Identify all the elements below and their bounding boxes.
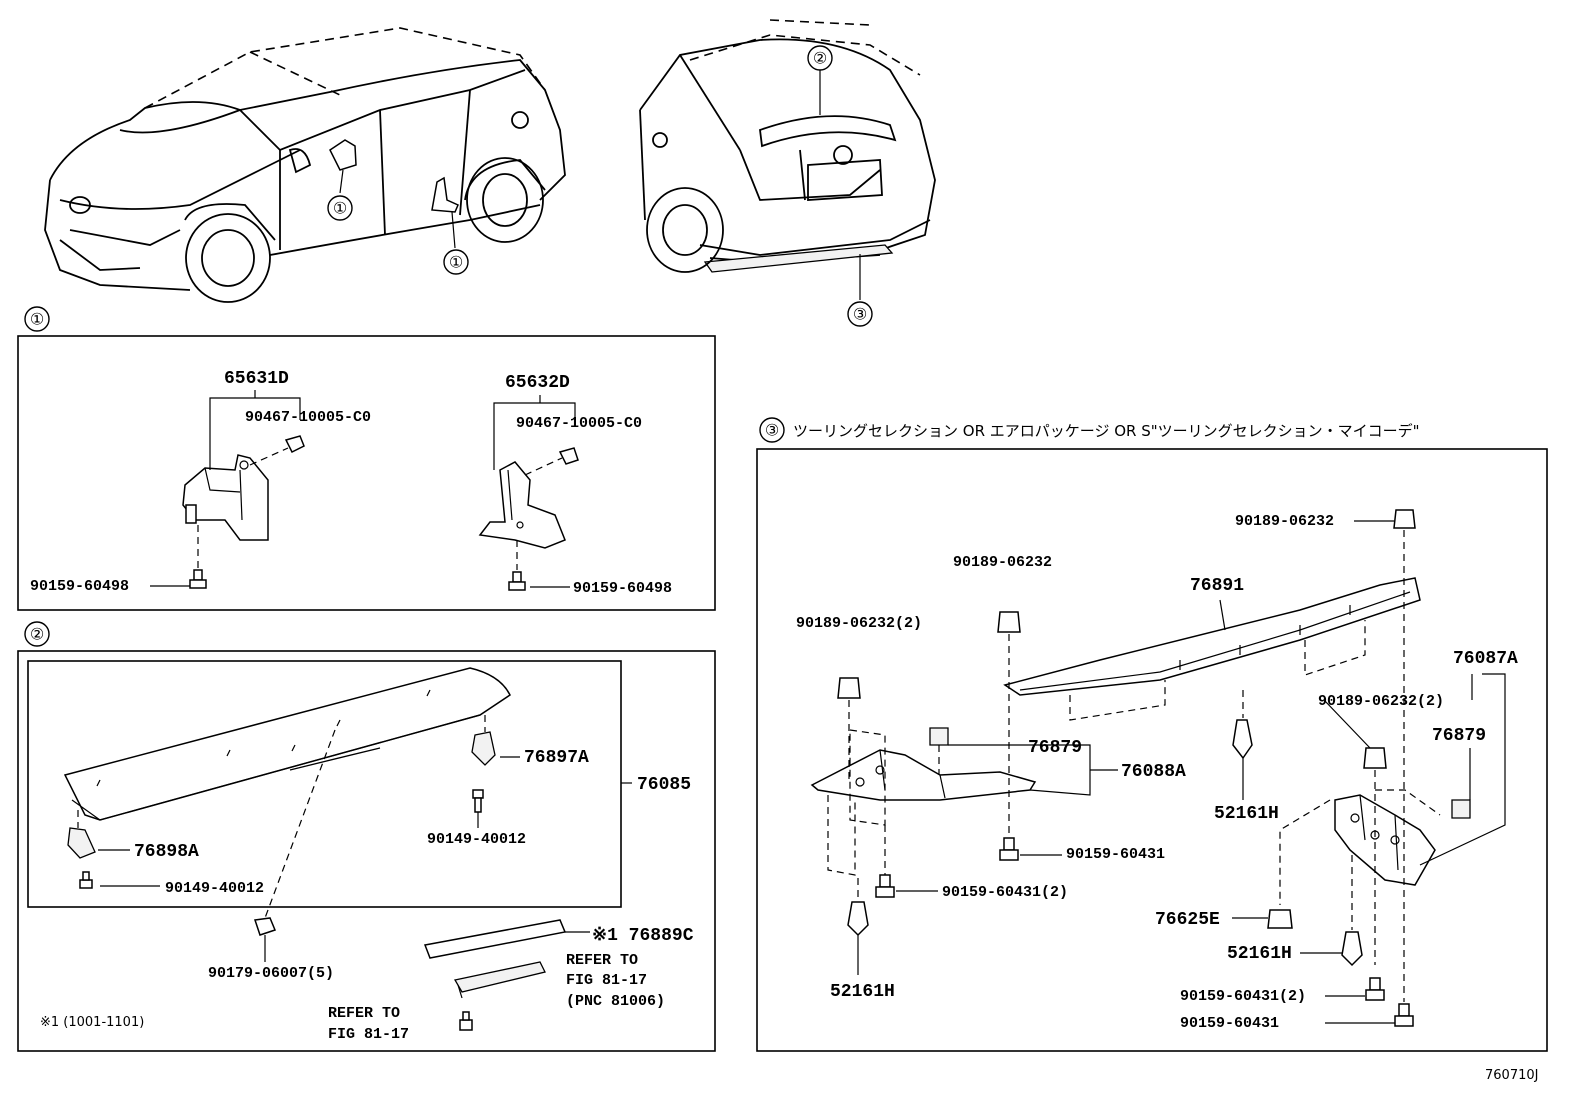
label-76085: 76085 <box>637 775 691 795</box>
car-front-view <box>44 27 566 303</box>
end-cap-right-icon <box>471 715 496 766</box>
label-76891: 76891 <box>1190 576 1244 596</box>
refer-right-line1: REFER TO <box>566 952 638 969</box>
clip-right-icon <box>524 447 579 476</box>
leader-65631D <box>209 390 301 470</box>
label-90159-left-s3: 90159-60431(2) <box>942 884 1068 901</box>
label-65632D: 65632D <box>505 373 570 393</box>
label-76879-right: 76879 <box>1432 726 1486 746</box>
end-cap-left-icon <box>67 810 96 859</box>
svg-text:②: ② <box>813 49 827 68</box>
section-2-frame <box>17 650 716 1052</box>
mudguard-bracket-left <box>182 454 269 541</box>
label-52161H-left: 52161H <box>830 982 895 1002</box>
label-90189-left: 90189-06232(2) <box>796 615 922 632</box>
label-90467-right: 90467-10005-C0 <box>516 415 642 432</box>
refer-left-line1: REFER TO <box>328 1005 400 1022</box>
label-76897A: 76897A <box>524 748 589 768</box>
screw-right-s3-icon-1 <box>1365 977 1385 1001</box>
nut-top-right-icon <box>1393 509 1416 1002</box>
callout-1-front: ① <box>327 195 353 221</box>
stop-lamp-icon <box>453 961 546 999</box>
clip-right-s3-icon <box>1451 799 1471 819</box>
svg-text:③: ③ <box>853 305 867 324</box>
refer-right-line3: (PNC 81006) <box>566 993 665 1010</box>
leader-65632D <box>493 395 576 470</box>
label-90159-right-1: 90159-60431(2) <box>1180 988 1306 1005</box>
svg-text:①: ① <box>449 253 463 272</box>
section-3-title: ツーリングセレクション OR エアロパッケージ OR S"ツーリングセレクション… <box>793 422 1420 440</box>
car-rear-view <box>639 19 936 300</box>
svg-text:②: ② <box>30 625 44 644</box>
section-2-marker: ② <box>24 621 50 647</box>
rivet-right-icon <box>1341 855 1363 967</box>
rear-spoiler <box>63 667 511 821</box>
rivet-center-icon <box>1232 690 1253 800</box>
clip-spoiler-icon <box>254 729 336 962</box>
refer-screw-icon <box>459 1011 473 1031</box>
label-90149-right: 90149-40012 <box>427 831 526 848</box>
label-76625E: 76625E <box>1155 910 1220 930</box>
screw-left-spoiler-icon <box>79 871 93 889</box>
screw-right-s3-icon-2 <box>1394 1003 1414 1027</box>
label-90189-right: 90189-06232(2) <box>1318 693 1444 710</box>
rivet-left-icon <box>847 878 869 975</box>
callout-2: ② <box>807 45 833 71</box>
section-1-marker: ① <box>24 306 50 332</box>
section-3-frame <box>756 448 1548 1052</box>
label-52161H-right: 52161H <box>1227 944 1292 964</box>
label-76087A: 76087A <box>1453 649 1518 669</box>
label-90467-left: 90467-10005-C0 <box>245 409 371 426</box>
screw-center-icon <box>999 837 1019 861</box>
section-2-inner-frame <box>27 660 622 908</box>
section-1-frame <box>17 335 716 611</box>
label-65631D: 65631D <box>224 369 289 389</box>
label-90159-right: 90159-60498 <box>573 580 672 597</box>
screw-left-icon <box>189 525 207 589</box>
callout-3: ③ <box>847 301 873 327</box>
refer-left-line2: FIG 81-17 <box>328 1026 409 1043</box>
retainer-icon <box>1267 909 1293 929</box>
section-3-marker: ③ <box>759 417 785 443</box>
label-76889C: ※1 76889C <box>592 926 694 946</box>
label-90159-left: 90159-60498 <box>30 578 129 595</box>
label-52161H-center: 52161H <box>1214 804 1279 824</box>
screw-right-icon <box>508 540 526 591</box>
mudguard-bracket-right <box>478 461 566 549</box>
clip-left-s3-icon <box>929 727 949 775</box>
lower-spoiler <box>1003 577 1421 721</box>
clip-left-icon <box>249 435 305 466</box>
label-76898A: 76898A <box>134 842 199 862</box>
label-90149-left: 90149-40012 <box>165 880 264 897</box>
screw-right-spoiler-icon <box>472 789 484 813</box>
label-90189-top-mid: 90189-06232 <box>953 554 1052 571</box>
nut-top-mid-icon <box>997 611 1021 835</box>
screw-left-s3-icon <box>875 825 895 898</box>
svg-text:①: ① <box>30 310 44 329</box>
label-90159-right-2: 90159-60431 <box>1180 1015 1279 1032</box>
tape-icon <box>423 919 590 959</box>
extension-right <box>1279 789 1441 905</box>
label-90179: 90179-06007(5) <box>208 965 334 982</box>
label-76879-left: 76879 <box>1028 738 1082 758</box>
refer-right-line2: FIG 81-17 <box>566 972 647 989</box>
callout-1-rear-door: ① <box>443 249 469 275</box>
nut-right-icon <box>1363 747 1387 965</box>
svg-text:③: ③ <box>765 421 779 440</box>
label-90189-top-right: 90189-06232 <box>1235 513 1334 530</box>
label-90159-center: 90159-60431 <box>1066 846 1165 863</box>
figure-id: 760710J <box>1485 1068 1538 1083</box>
nut-left-icon <box>837 677 861 780</box>
svg-text:①: ① <box>333 199 347 218</box>
footnote: ※1 (1001-1101) <box>40 1015 144 1030</box>
label-76088A: 76088A <box>1121 762 1186 782</box>
